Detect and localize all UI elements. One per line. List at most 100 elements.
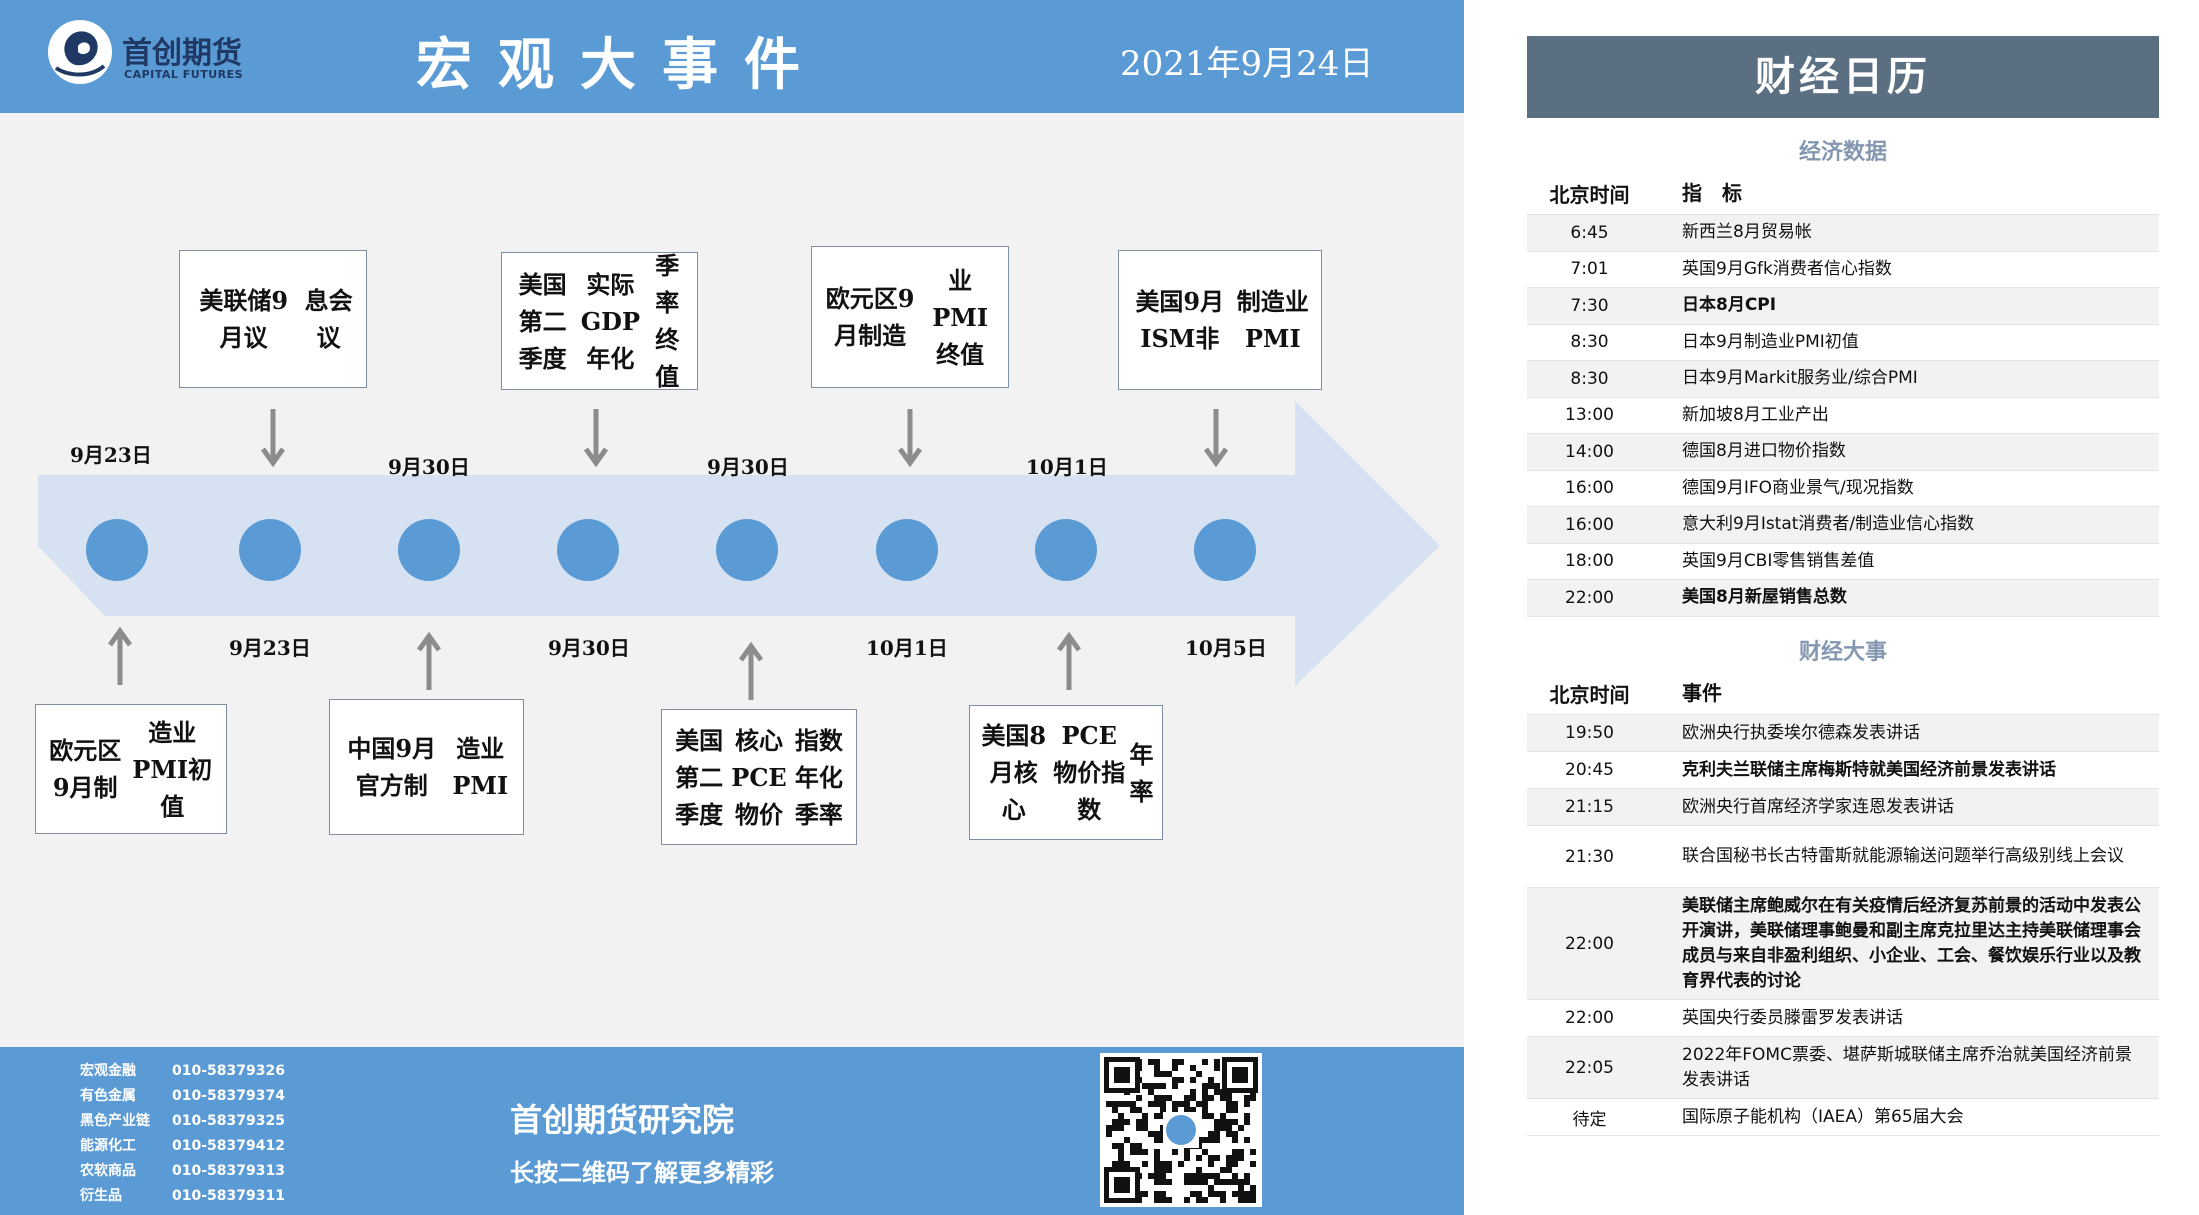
contact-dept: 衍生品 [80, 1188, 122, 1204]
company-name-en: CAPITAL FUTURES [124, 68, 244, 81]
table-row: 13:00 新加坡8月工业产出 [1527, 398, 2159, 434]
event-box-bottom: 美国第二季度核心PCE物价指数年化季率 [661, 709, 857, 845]
row-item: 日本9月制造业PMI初值 [1682, 331, 1859, 352]
timeline-dot [86, 519, 148, 581]
event-text-line: 美国第二季度 [675, 725, 724, 829]
row-item: 2022年FOMC票委、堪萨斯城联储主席乔治就美国经济前景发表讲话 [1682, 1044, 2132, 1090]
row-time: 22:00 [1565, 1008, 1614, 1028]
event-text-line: 欧元区9月制造 [825, 284, 915, 350]
page-date: 2021年9月24日 [1120, 44, 1374, 84]
row-item: 意大利9月Istat消费者/制造业信心指数 [1682, 514, 1975, 535]
calendar-title: 财经日历 [1527, 36, 2159, 118]
logo-icon [48, 20, 112, 84]
event-box-top: 美国9月ISM非制造业PMI [1118, 250, 1322, 390]
row-item: 联合国秘书长古特雷斯就能源输送问题举行高级别线上会议 [1682, 846, 2124, 866]
row-time: 22:00 [1565, 933, 1614, 954]
row-item: 克利夫兰联储主席梅斯特就美国经济前景发表讲话 [1682, 759, 2056, 780]
event-text-line: 美国第二季度 [518, 269, 567, 373]
timeline-arrow [38, 401, 1440, 700]
table-row: 8:30 日本9月制造业PMI初值 [1527, 325, 2159, 361]
table-row: 21:30 联合国秘书长古特雷斯就能源输送问题举行高级别线上会议 [1527, 826, 2159, 888]
row-time: 13:00 [1565, 405, 1614, 426]
timeline-date-bottom: 9月23日 [229, 636, 311, 660]
event-text-line: 制造业PMI [1236, 287, 1309, 353]
row-time: 6:45 [1570, 222, 1609, 243]
timeline-dot [1194, 519, 1256, 581]
row-item: 美国8月新屋销售总数 [1682, 587, 1847, 608]
contact-phone: 010-58379311 [172, 1188, 285, 1204]
row-time: 22:05 [1565, 1057, 1614, 1078]
event-text-line: 实际GDP年化 [580, 269, 641, 373]
row-time: 21:30 [1565, 846, 1614, 867]
event-text-line: 美国9月ISM非 [1135, 287, 1225, 353]
row-time: 16:00 [1565, 478, 1614, 499]
page-title: 宏观大事件 [416, 32, 826, 98]
row-time: 8:30 [1570, 332, 1609, 353]
row-time: 16:00 [1565, 514, 1614, 535]
row-item: 欧洲央行执委埃尔德森发表讲话 [1682, 722, 1920, 743]
pointer-arrow-icon [260, 447, 286, 468]
table-row: 22:00 英国央行委员滕雷罗发表讲话 [1527, 1000, 2159, 1037]
row-item: 英国9月Gfk消费者信心指数 [1682, 258, 1892, 279]
event-text-line: 造业PMI初值 [132, 717, 213, 821]
event-text-line: 核心PCE物价 [731, 725, 787, 829]
timeline-date-bottom: 10月1日 [866, 636, 948, 660]
timeline-dot [876, 519, 938, 581]
table-row: 6:45 新西兰8月贸易帐 [1527, 215, 2159, 252]
table-row: 22:05 2022年FOMC票委、堪萨斯城联储主席乔治就美国经济前景发表讲话 [1527, 1037, 2159, 1099]
contact-dept: 能源化工 [80, 1138, 136, 1154]
event-text-line: 美国8月核心 [981, 721, 1047, 824]
timeline-dot [557, 519, 619, 581]
row-item: 欧洲央行首席经济学家连恩发表讲话 [1682, 796, 1954, 817]
events-section-title: 财经大事 [1798, 640, 1887, 665]
row-time: 19:50 [1565, 723, 1614, 743]
timeline-date-top: 9月30日 [707, 455, 789, 479]
institute-name: 首创期货研究院 [510, 1101, 735, 1139]
row-time: 8:30 [1570, 368, 1609, 389]
timeline-dot [398, 519, 460, 581]
pointer-arrow-icon [583, 447, 609, 468]
event-text-line: 美联储9月议 [199, 286, 289, 352]
timeline-dot [716, 519, 778, 581]
company-name: 首创期货 [122, 36, 242, 71]
event-box-top: 欧元区9月制造业PMI终值 [811, 246, 1009, 388]
contact-dept: 黑色产业链 [80, 1113, 150, 1129]
row-time: 14:00 [1565, 441, 1614, 462]
row-item: 新加坡8月工业产出 [1682, 404, 1829, 425]
event-text-line: 欧元区9月制 [49, 736, 122, 802]
contact-phone: 010-58379326 [172, 1063, 285, 1079]
qr-code-icon[interactable] [1100, 1053, 1262, 1207]
event-text-line: 指数年化季率 [794, 725, 843, 829]
timeline-date-top: 9月23日 [70, 443, 152, 467]
row-item: 英国央行委员滕雷罗发表讲话 [1682, 1007, 1903, 1028]
column-header-time: 北京时间 [1549, 183, 1630, 207]
event-panel: 首创期货 CAPITAL FUTURES 宏观大事件 2021年9月24日 9月… [0, 0, 1464, 1215]
contact-dept: 有色金属 [80, 1088, 136, 1104]
pointer-arrow-icon [897, 447, 923, 468]
contact-dept: 农软商品 [80, 1163, 136, 1179]
contact-row: 衍生品 010-58379311 [80, 1184, 285, 1209]
event-text-line: 造业PMI [452, 734, 509, 800]
row-item: 新西兰8月贸易帐 [1682, 222, 1812, 243]
pointer-arrow-icon [1056, 631, 1082, 652]
row-item: 德国8月进口物价指数 [1682, 441, 1846, 462]
timeline-date-top: 9月30日 [388, 455, 470, 479]
company-logo: 首创期货 CAPITAL FUTURES [44, 16, 294, 88]
